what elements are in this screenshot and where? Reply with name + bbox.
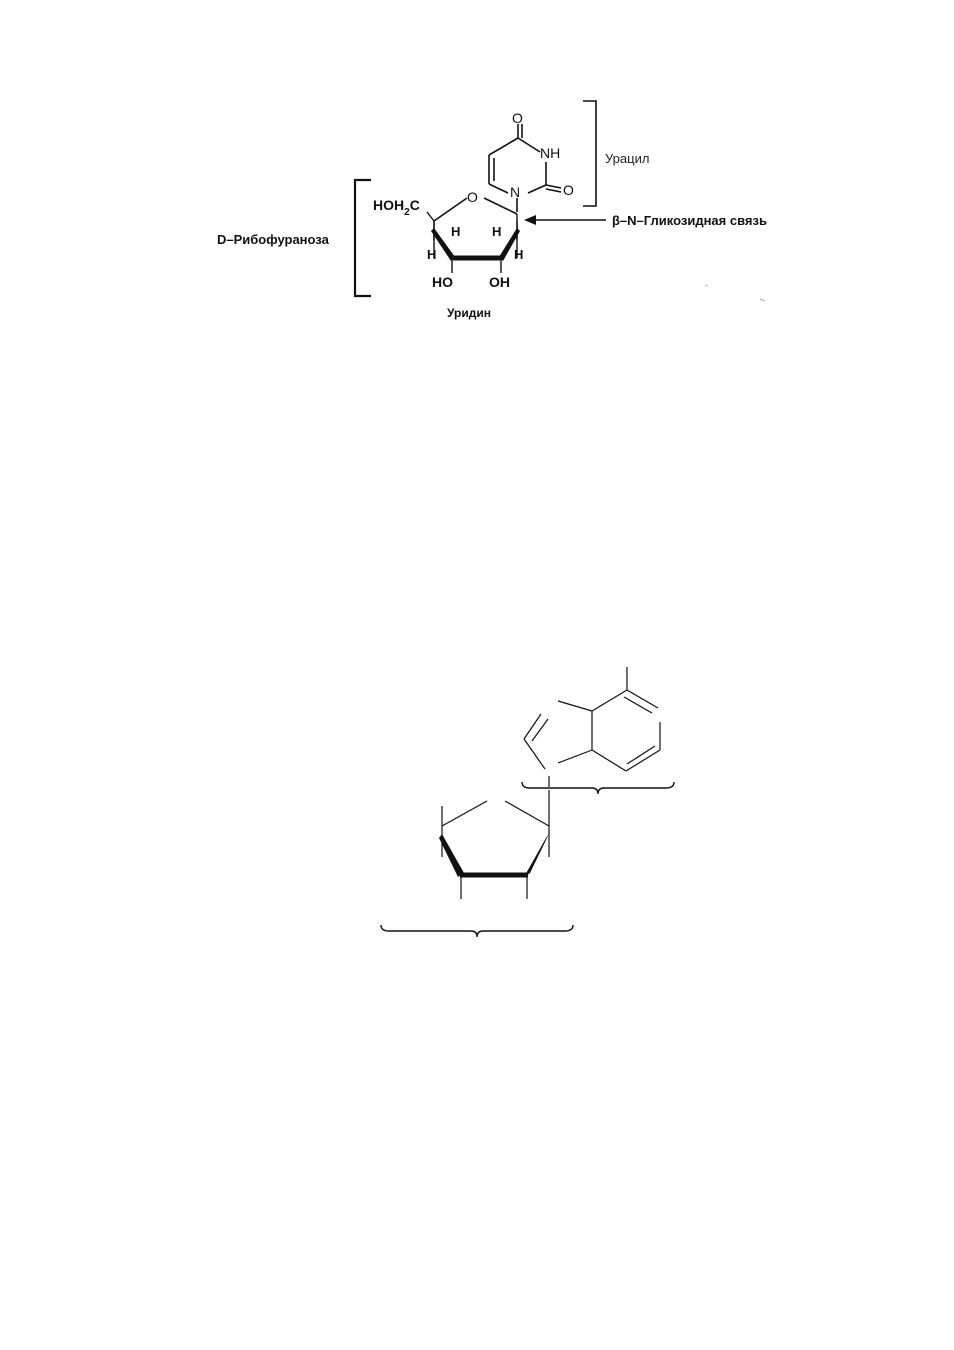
atom-h-c2: H: [492, 224, 501, 239]
atom-oh-c3: HO: [432, 274, 453, 290]
pentose-skeleton: [441, 790, 550, 899]
atom-h-c3: H: [451, 224, 460, 239]
atom-oh-c2: OH: [489, 274, 510, 290]
ribose-ring: [426, 197, 520, 273]
bond-label: β–N–Гликозидная связь: [612, 213, 767, 228]
atom-ring-o: O: [467, 189, 478, 205]
uracil-ring: [488, 124, 562, 212]
skeleton-figure: [380, 667, 675, 938]
atom-n1: N: [510, 184, 520, 200]
pentose-brace: [380, 924, 574, 938]
compound-name: Уридин: [447, 306, 491, 320]
pentose-wedge-left: [439, 834, 464, 877]
base-label: Урацил: [605, 151, 649, 166]
sugar-label: D–Рибофураноза: [217, 232, 330, 247]
base-skeleton: [523, 667, 661, 787]
atom-h-c4: H: [427, 247, 436, 262]
uridine-figure: D–Рибофураноза Урацил β–N–Гликозидная св…: [217, 100, 767, 320]
pentose-wedge-right: [524, 834, 549, 877]
base-brace: [521, 781, 675, 795]
atom-h-c1: H: [514, 247, 523, 262]
base-bracket: [583, 100, 597, 207]
atom-o4: O: [512, 110, 523, 126]
bond-arrow-head: [524, 215, 536, 225]
scan-speck: [704, 284, 709, 287]
atom-o2: O: [563, 182, 574, 198]
scan-speck: [759, 298, 766, 302]
atom-hoh2c: HOH2C: [373, 197, 420, 218]
atom-nh: NH: [540, 145, 560, 161]
sugar-bracket: [353, 178, 371, 298]
